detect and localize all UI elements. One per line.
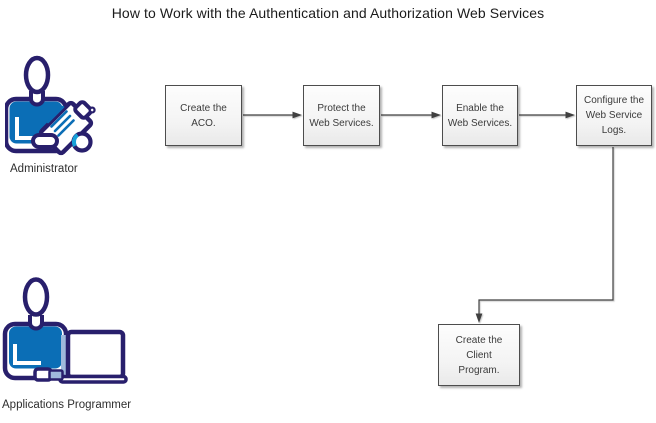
admin-head xyxy=(23,55,51,95)
person-with-clipboard-icon xyxy=(5,55,96,156)
clipboard-clip xyxy=(73,100,93,120)
flow-step-create-client-program: Create the Client Program. xyxy=(438,324,520,386)
clipboard-clip-hole xyxy=(88,106,96,114)
diagram-title: How to Work with the Authentication and … xyxy=(111,5,545,21)
laptop-side-shadow xyxy=(61,335,70,376)
flow-step-configure-web-service-logs: Configure the Web Service Logs. xyxy=(576,85,652,146)
flow-step-protect-web-services: Protect the Web Services. xyxy=(303,85,380,146)
programmer-sleeve-accent xyxy=(48,369,64,381)
programmer-head xyxy=(22,277,50,317)
clipboard-stamp-accent xyxy=(71,133,79,147)
arrow-step3-to-step4 xyxy=(519,111,575,119)
flow-step-create-aco: Create the ACO. xyxy=(165,85,242,146)
person-with-laptop-icon xyxy=(2,277,128,384)
admin-neck xyxy=(29,91,45,107)
arrow-step2-to-step3 xyxy=(381,111,441,119)
actor-label-applications-programmer: Applications Programmer xyxy=(2,399,132,411)
programmer-neck xyxy=(28,315,44,331)
flow-step-enable-web-services: Enable the Web Services. xyxy=(442,85,518,146)
clipboard-text-lines xyxy=(46,105,75,137)
laptop-base xyxy=(58,374,128,384)
programmer-shirt xyxy=(9,326,62,369)
laptop-screen xyxy=(65,329,126,380)
arrow-step1-to-step2 xyxy=(243,111,302,119)
admin-hand-cuff xyxy=(31,133,59,149)
actor-label-administrator: Administrator xyxy=(10,163,78,175)
elbow-arrow-step4-to-step5 xyxy=(475,147,614,323)
programmer-arm-line xyxy=(13,344,41,365)
